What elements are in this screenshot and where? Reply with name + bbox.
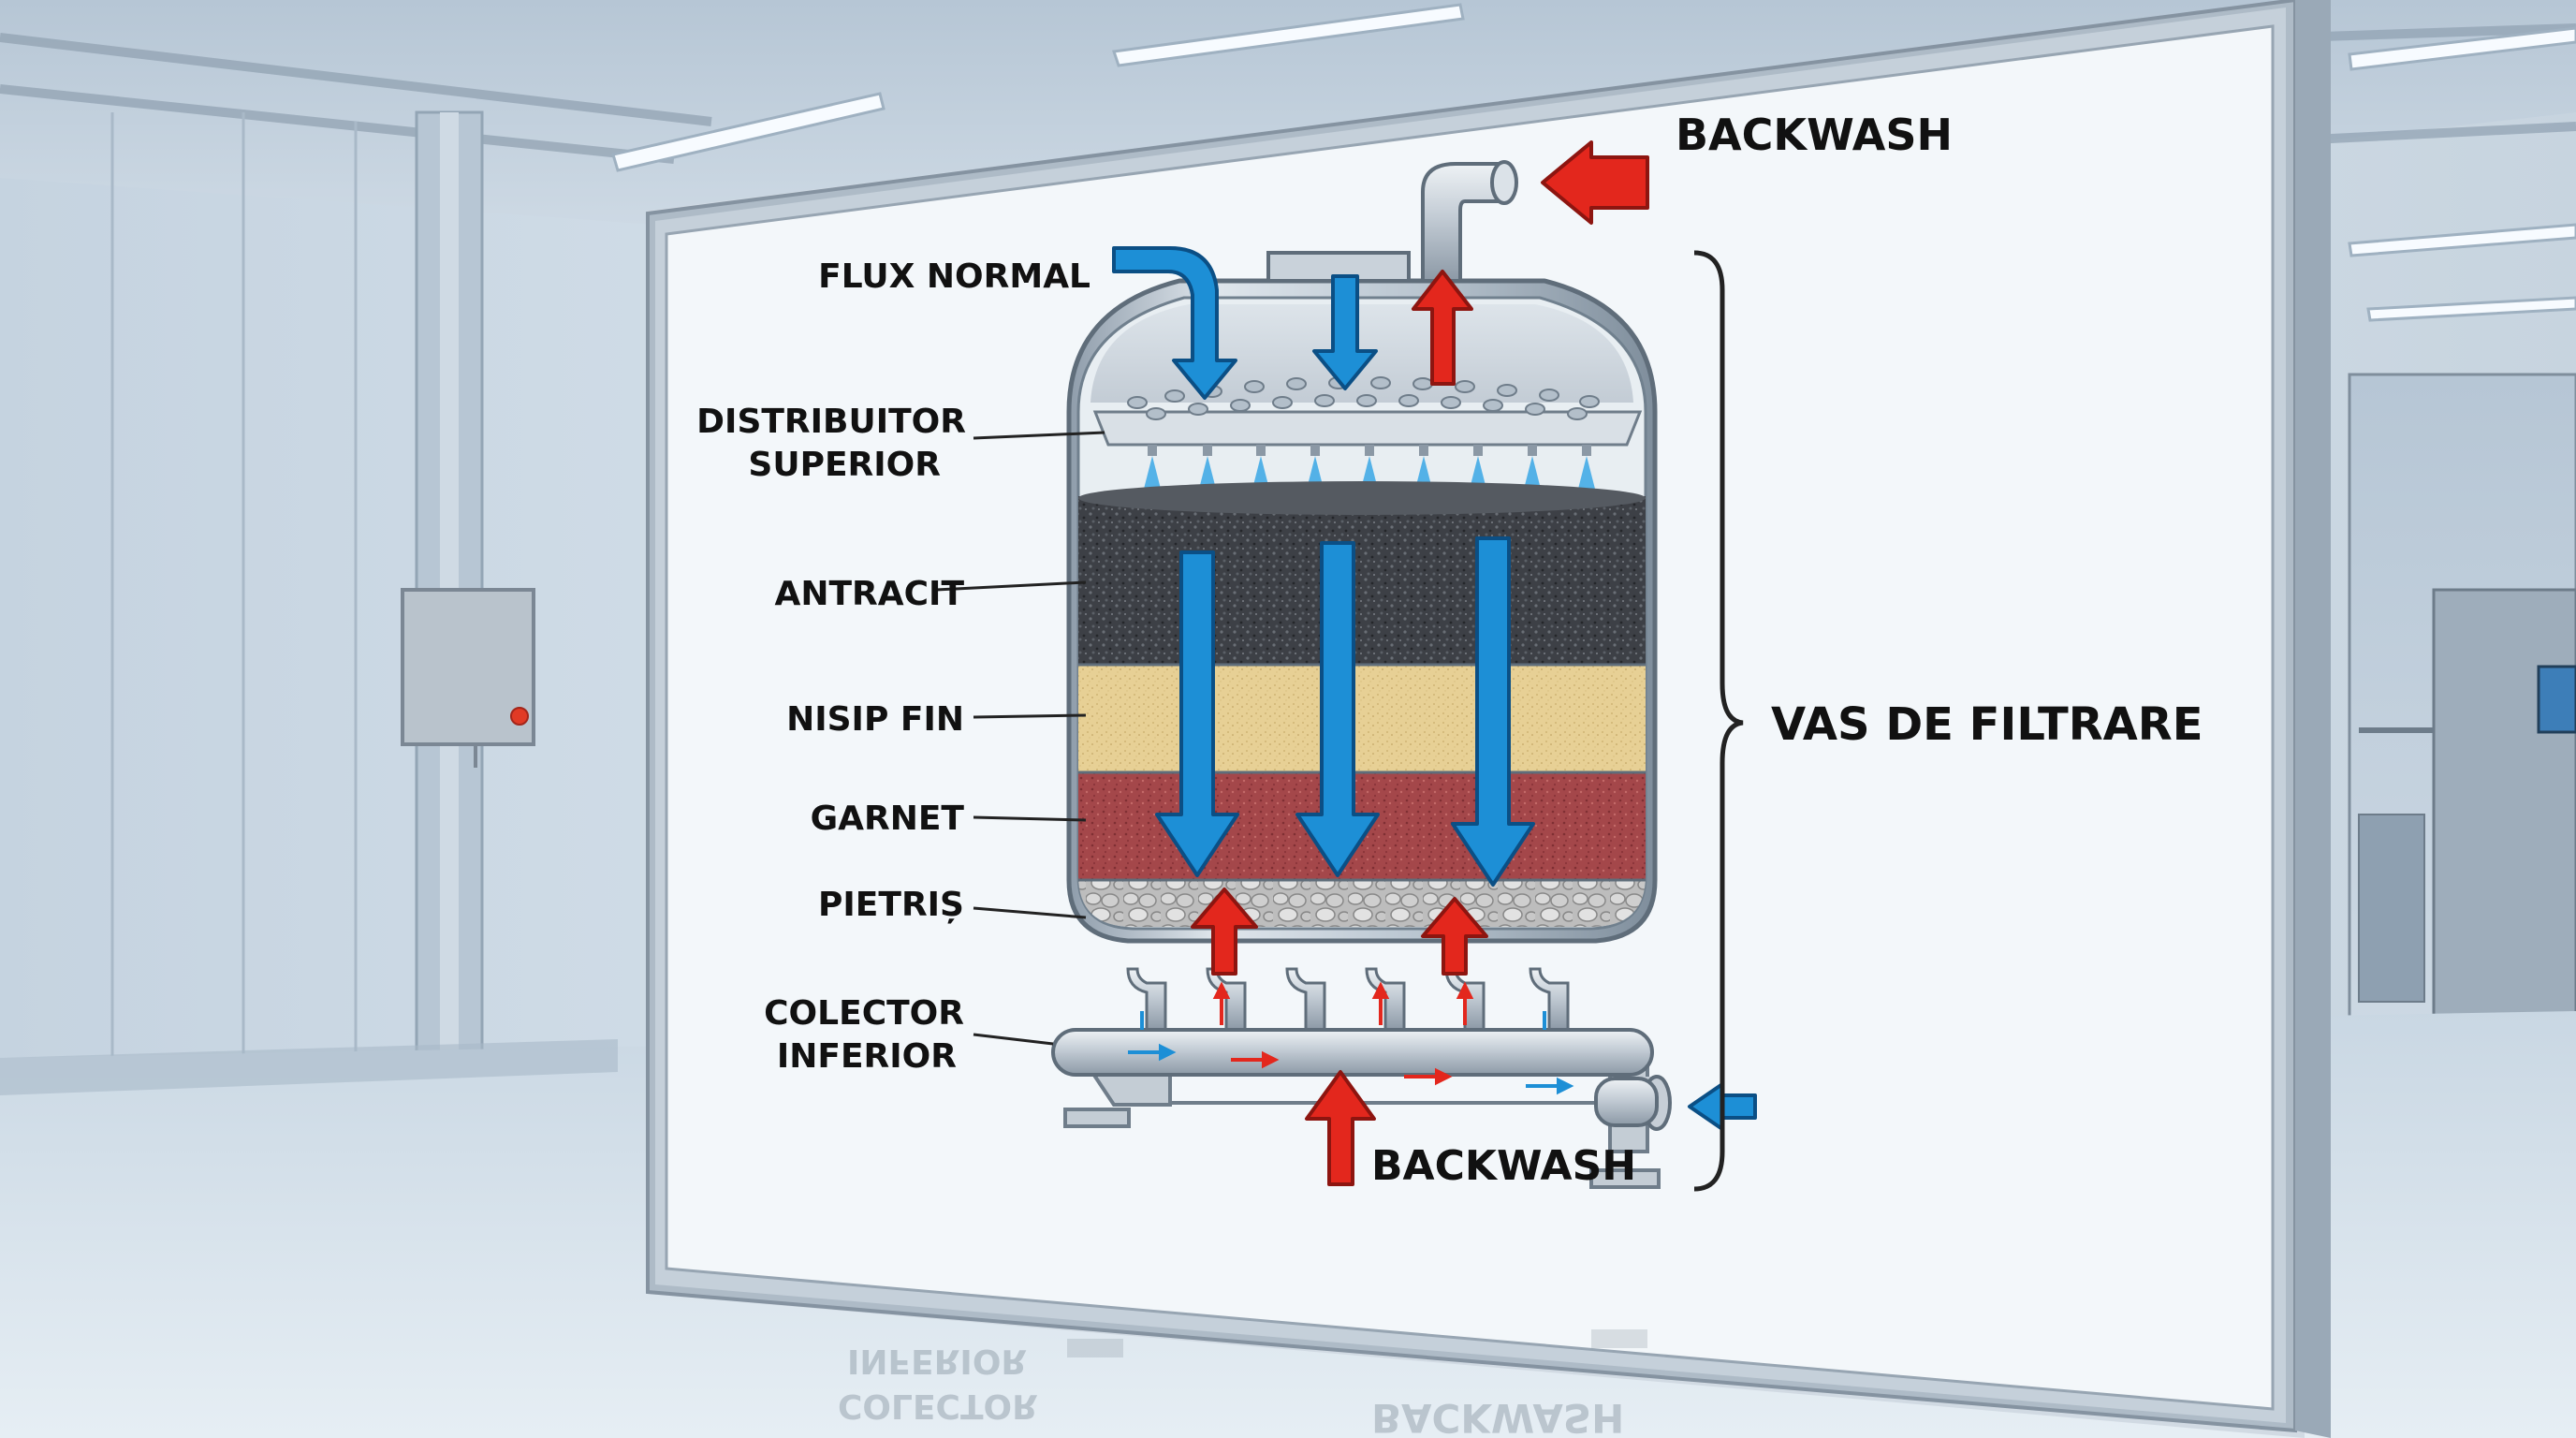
vessel-bracket	[1693, 250, 1744, 1192]
backwash-dome-arrow	[1412, 270, 1473, 386]
layer-pietris	[1078, 880, 1646, 927]
label-antracit: ANTRACIT	[775, 575, 965, 613]
top-distributor	[1092, 376, 1643, 496]
backwash-media-arrow-2	[1421, 897, 1488, 976]
layer-nisip-fin	[1078, 665, 1646, 772]
label-backwash-bottom: BACKWASH	[1371, 1142, 1636, 1190]
normal-flow-media-arrow-3	[1451, 536, 1535, 887]
backwash-outlet-pipe	[1421, 160, 1518, 283]
label-flux-normal: FLUX NORMAL	[818, 257, 1090, 296]
normal-flow-center-arrow	[1312, 274, 1378, 390]
label-vas-de-filtrare: VAS DE FILTRARE	[1771, 698, 2203, 751]
layer-antracit	[1078, 496, 1646, 665]
label-pietris: PIETRIȘ	[818, 886, 964, 924]
label-colector-line1: COLECTOR	[764, 994, 964, 1033]
backwash-top-arrow	[1541, 140, 1649, 225]
normal-flow-inlet-arrow	[1112, 246, 1237, 400]
label-distribuitor-line1: DISTRIBUITOR	[696, 403, 966, 441]
collector-flow-arrows	[1128, 981, 1574, 1095]
label-colector-line2: INFERIOR	[777, 1037, 957, 1076]
reflection-colector: COLECTOR	[838, 1387, 1038, 1425]
ceiling-light	[611, 3, 2576, 322]
reflection-inferior: INFERIOR	[847, 1342, 1027, 1380]
backwash-media-arrow-1	[1191, 888, 1258, 976]
floor-reflection: COLECTOR INFERIOR BACKWASH	[838, 1329, 1647, 1438]
right-machinery	[2348, 373, 2576, 1041]
label-distribuitor-line2: SUPERIOR	[748, 446, 941, 484]
normal-flow-media-arrow-1	[1155, 550, 1239, 877]
reflection-backwash: BACKWASH	[1371, 1395, 1624, 1438]
label-nisip-fin: NISIP FIN	[786, 700, 964, 739]
normal-flow-media-arrow-2	[1295, 541, 1380, 877]
backwash-flow-arrows	[1191, 140, 1649, 1186]
backwash-bottom-arrow	[1305, 1070, 1376, 1186]
electrical-box	[401, 588, 535, 768]
label-garnet: GARNET	[811, 800, 965, 838]
filter-diagram: FLUX NORMAL DISTRIBUITOR SUPERIOR ANTRAC…	[696, 110, 2203, 1192]
bottom-collector	[1051, 967, 1672, 1131]
label-backwash-top: BACKWASH	[1676, 110, 1953, 160]
leader-lines	[935, 431, 1105, 1046]
